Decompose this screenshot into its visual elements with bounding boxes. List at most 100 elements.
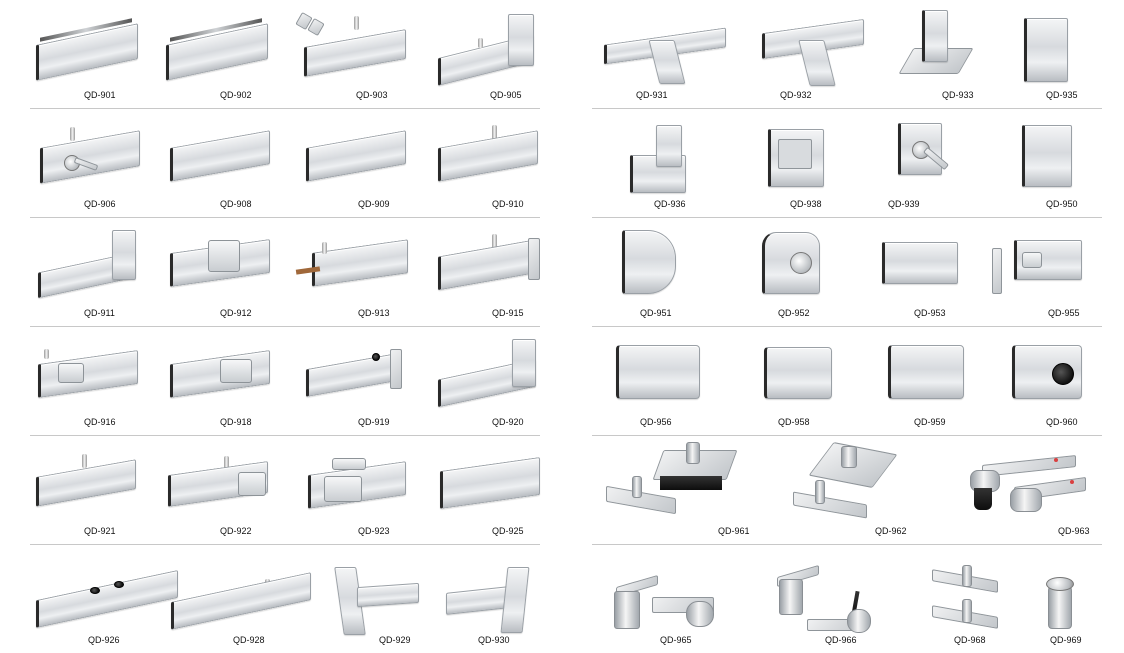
product-code: QD-911 — [84, 308, 115, 318]
product-card[interactable]: QD-922 — [160, 436, 280, 544]
product-code: QD-925 — [492, 526, 524, 536]
product-card[interactable]: QD-918 — [160, 327, 280, 435]
product-code: QD-913 — [358, 308, 390, 318]
product-code: QD-960 — [1046, 417, 1078, 427]
product-card[interactable]: QD-920 — [430, 327, 540, 435]
product-row: QD-956 QD-958 QD-959 QD-960 — [592, 327, 1102, 436]
product-code: QD-921 — [84, 526, 116, 536]
product-code: QD-938 — [790, 199, 822, 209]
product-code: QD-926 — [88, 635, 120, 645]
product-code: QD-965 — [660, 635, 692, 645]
product-code: QD-929 — [379, 635, 411, 645]
product-code: QD-919 — [358, 417, 390, 427]
product-card[interactable]: QD-960 — [1002, 327, 1102, 435]
product-row: QD-965 QD-966 QD-968 — [592, 545, 1102, 653]
product-card[interactable]: QD-919 — [292, 327, 412, 435]
product-code: QD-962 — [875, 526, 907, 536]
product-card[interactable]: QD-961 — [602, 436, 762, 544]
product-code: QD-958 — [778, 417, 810, 427]
product-card[interactable]: QD-965 — [602, 545, 752, 653]
product-code: QD-931 — [636, 90, 668, 100]
product-code: QD-968 — [954, 635, 986, 645]
product-card[interactable]: QD-963 — [952, 436, 1102, 544]
product-card[interactable]: QD-956 — [592, 327, 712, 435]
product-code: QD-903 — [356, 90, 388, 100]
product-card[interactable]: QD-959 — [872, 327, 982, 435]
product-code: QD-905 — [490, 90, 522, 100]
product-card[interactable]: QD-910 — [430, 109, 540, 217]
product-card[interactable]: QD-955 — [988, 218, 1102, 326]
product-row: QD-911 QD-912 QD-913 QD-915 — [30, 218, 540, 327]
catalog-right-column: QD-931 QD-932 QD-933 QD-935 — [592, 0, 1102, 653]
product-card[interactable]: QD-923 — [292, 436, 412, 544]
product-card[interactable]: QD-928 — [165, 545, 315, 653]
product-card[interactable]: QD-933 — [892, 0, 992, 108]
product-card[interactable]: QD-952 — [742, 218, 862, 326]
product-card[interactable]: QD-968 — [922, 545, 1022, 653]
product-code: QD-922 — [220, 526, 252, 536]
product-code: QD-902 — [220, 90, 252, 100]
product-code: QD-932 — [780, 90, 812, 100]
product-card[interactable]: QD-926 — [30, 545, 180, 653]
product-code: QD-918 — [220, 417, 252, 427]
product-code: QD-952 — [778, 308, 810, 318]
product-row: QD-921 QD-922 QD-923 QD-925 — [30, 436, 540, 545]
product-code: QD-923 — [358, 526, 390, 536]
product-code: QD-959 — [914, 417, 946, 427]
product-card[interactable]: QD-932 — [752, 0, 872, 108]
product-card[interactable]: QD-916 — [30, 327, 150, 435]
product-row: QD-906 QD-908 QD-909 QD-910 — [30, 109, 540, 218]
product-card[interactable]: QD-905 — [430, 0, 540, 108]
product-row: QD-916 QD-918 QD-919 QD-920 — [30, 327, 540, 436]
product-code: QD-951 — [640, 308, 672, 318]
product-card[interactable]: QD-921 — [30, 436, 150, 544]
product-card[interactable]: QD-951 — [592, 218, 712, 326]
product-code: QD-953 — [914, 308, 946, 318]
product-card[interactable]: QD-930 — [440, 545, 540, 653]
product-card[interactable]: QD-915 — [430, 218, 540, 326]
product-code: QD-909 — [358, 199, 390, 209]
product-card[interactable]: QD-909 — [292, 109, 412, 217]
product-card[interactable]: QD-902 — [160, 0, 280, 108]
product-code: QD-916 — [84, 417, 116, 427]
product-card[interactable]: QD-958 — [742, 327, 852, 435]
product-row: QD-951 QD-952 QD-953 QD-955 — [592, 218, 1102, 327]
product-code: QD-935 — [1046, 90, 1078, 100]
product-card[interactable]: QD-911 — [30, 218, 150, 326]
product-code: QD-930 — [478, 635, 510, 645]
product-card[interactable]: QD-969 — [1032, 545, 1102, 653]
product-code: QD-939 — [888, 199, 920, 209]
product-code: QD-963 — [1058, 526, 1090, 536]
product-code: QD-901 — [84, 90, 116, 100]
product-card[interactable]: QD-935 — [1012, 0, 1102, 108]
product-card[interactable]: QD-903 — [292, 0, 412, 108]
product-card[interactable]: QD-936 — [592, 109, 732, 217]
product-row: QD-901 QD-902 QD-903 QD-905 — [30, 0, 540, 109]
product-code: QD-920 — [492, 417, 524, 427]
product-code: QD-906 — [84, 199, 116, 209]
product-code: QD-969 — [1050, 635, 1082, 645]
product-card[interactable]: QD-906 — [30, 109, 150, 217]
product-card[interactable]: QD-901 — [30, 0, 150, 108]
product-card[interactable]: QD-938 — [752, 109, 872, 217]
product-card[interactable]: QD-908 — [160, 109, 280, 217]
catalog-left-column: QD-901 QD-902 QD-903 QD-905 — [30, 0, 540, 653]
product-card[interactable]: QD-962 — [787, 436, 917, 544]
product-card[interactable]: QD-939 — [882, 109, 1002, 217]
product-card[interactable]: QD-929 — [334, 545, 430, 653]
product-code: QD-910 — [492, 199, 524, 209]
product-code: QD-955 — [1048, 308, 1080, 318]
product-card[interactable]: QD-925 — [430, 436, 540, 544]
product-code: QD-966 — [825, 635, 857, 645]
product-card[interactable]: QD-953 — [872, 218, 982, 326]
product-code: QD-928 — [233, 635, 265, 645]
product-card[interactable]: QD-966 — [767, 545, 897, 653]
product-code: QD-956 — [640, 417, 672, 427]
product-card[interactable]: QD-912 — [160, 218, 280, 326]
product-card[interactable]: QD-931 — [592, 0, 732, 108]
product-code: QD-933 — [942, 90, 974, 100]
product-row: QD-926 QD-928 QD-929 QD-930 — [30, 545, 540, 653]
product-card[interactable]: QD-913 — [292, 218, 412, 326]
product-row: QD-931 QD-932 QD-933 QD-935 — [592, 0, 1102, 109]
product-card[interactable]: QD-950 — [1012, 109, 1102, 217]
